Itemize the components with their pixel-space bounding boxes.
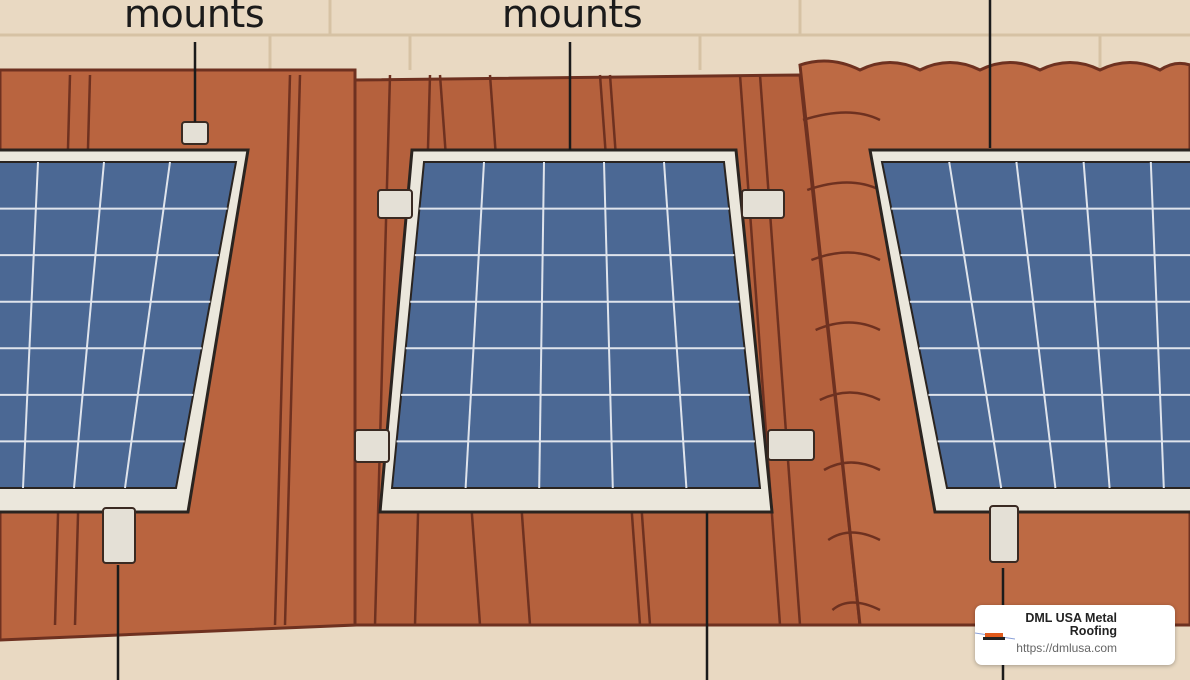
mount-middle-bl <box>354 429 390 463</box>
dml-logo-icon <box>975 632 1015 640</box>
roof-tile-row <box>810 251 881 262</box>
roof-tile-row <box>806 181 881 192</box>
roof-tile-row <box>827 531 881 542</box>
roof-tile-row <box>802 111 881 122</box>
roof-tile-row <box>831 601 881 612</box>
solar-panel-left <box>0 148 250 514</box>
mounts-label-left: mounts <box>124 0 265 36</box>
mount-brackets <box>102 121 1019 564</box>
roof-rib <box>283 74 302 626</box>
brick-wall <box>0 0 1190 70</box>
mounts-label-middle: mounts <box>502 0 643 36</box>
roof-tile-row <box>819 391 881 402</box>
roof-rib <box>273 74 292 626</box>
mount-middle-tl <box>377 189 413 219</box>
roof-tile-row <box>823 461 881 472</box>
mount-middle-tr <box>741 189 785 219</box>
mount-bottom-right <box>989 505 1019 563</box>
mount-top-left <box>181 121 209 145</box>
badge-name: DML USA Metal Roofing <box>1025 611 1117 638</box>
mount-bottom-left <box>102 507 136 564</box>
solar-panel-middle <box>378 148 774 514</box>
roof-rib <box>738 74 782 626</box>
mount-middle-br <box>767 429 815 461</box>
badge-url[interactable]: https://dmlusa.com <box>1016 641 1117 655</box>
solar-panel-right <box>868 148 1190 514</box>
roof-rib <box>373 74 392 626</box>
roof-rib <box>758 74 802 626</box>
roof-tile-row <box>815 321 881 332</box>
source-badge[interactable]: DML USA Metal Roofing https://dmlusa.com <box>975 605 1175 665</box>
